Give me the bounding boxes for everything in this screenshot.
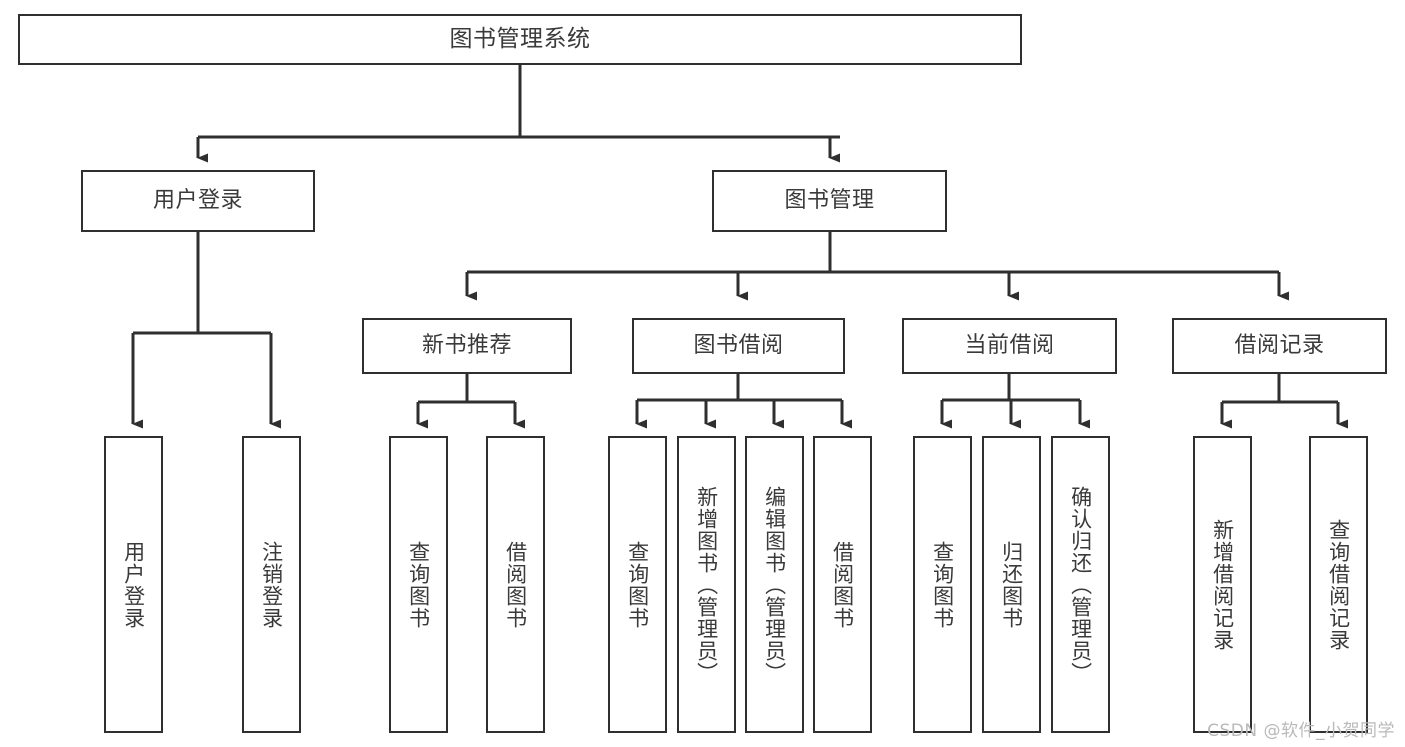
node-leaf-user-login[interactable]: 用户登录 <box>104 436 163 733</box>
node-borrow-record[interactable]: 借阅记录 <box>1172 318 1387 374</box>
node-borrow-record-label: 借阅记录 <box>1234 333 1325 359</box>
node-leaf-query-book-3[interactable]: 查询图书 <box>913 436 972 733</box>
node-leaf-borrow-book-1-label: 借阅图书 <box>503 540 528 629</box>
node-leaf-query-record-label: 查询借阅记录 <box>1326 518 1351 651</box>
node-leaf-edit-book[interactable]: 编辑图书（管理员） <box>745 436 804 733</box>
node-leaf-return-book-label: 归还图书 <box>999 540 1024 629</box>
node-user-login[interactable]: 用户登录 <box>81 170 315 232</box>
node-leaf-return-book[interactable]: 归还图书 <box>982 436 1041 733</box>
node-leaf-query-record[interactable]: 查询借阅记录 <box>1309 436 1368 733</box>
node-leaf-borrow-book-2-label: 借阅图书 <box>830 540 855 629</box>
node-new-book-rec-label: 新书推荐 <box>421 333 512 359</box>
node-book-manage-label: 图书管理 <box>784 188 875 214</box>
node-current-borrow-label: 当前借阅 <box>964 333 1055 359</box>
node-root[interactable]: 图书管理系统 <box>18 14 1022 65</box>
node-leaf-borrow-book-1[interactable]: 借阅图书 <box>486 436 545 733</box>
node-new-book-rec[interactable]: 新书推荐 <box>362 318 572 374</box>
node-book-borrow-label: 图书借阅 <box>693 333 784 359</box>
node-leaf-borrow-book-2[interactable]: 借阅图书 <box>813 436 872 733</box>
node-leaf-query-book-3-label: 查询图书 <box>930 540 955 629</box>
node-leaf-confirm-return[interactable]: 确认归还（管理员） <box>1051 436 1110 733</box>
node-leaf-query-book-2[interactable]: 查询图书 <box>608 436 667 733</box>
node-leaf-query-book-2-label: 查询图书 <box>625 540 650 629</box>
node-leaf-user-logout-label: 注销登录 <box>259 540 284 629</box>
node-leaf-user-logout[interactable]: 注销登录 <box>242 436 301 733</box>
node-leaf-confirm-return-label: 确认归还（管理员） <box>1068 485 1093 684</box>
node-book-borrow[interactable]: 图书借阅 <box>632 318 845 374</box>
node-leaf-add-record-label: 新增借阅记录 <box>1210 518 1235 651</box>
node-leaf-edit-book-label: 编辑图书（管理员） <box>762 485 787 684</box>
node-leaf-add-record[interactable]: 新增借阅记录 <box>1193 436 1252 733</box>
node-book-manage[interactable]: 图书管理 <box>712 170 947 232</box>
node-leaf-add-book[interactable]: 新增图书（管理员） <box>677 436 736 733</box>
node-leaf-query-book-1-label: 查询图书 <box>406 540 431 629</box>
node-leaf-add-book-label: 新增图书（管理员） <box>694 485 719 684</box>
csdn-watermark: CSDN @软件_小贺同学 <box>1207 721 1395 741</box>
node-leaf-user-login-label: 用户登录 <box>121 540 146 629</box>
node-current-borrow[interactable]: 当前借阅 <box>902 318 1117 374</box>
node-user-login-label: 用户登录 <box>152 188 243 214</box>
node-root-label: 图书管理系统 <box>449 25 591 52</box>
node-leaf-query-book-1[interactable]: 查询图书 <box>389 436 448 733</box>
